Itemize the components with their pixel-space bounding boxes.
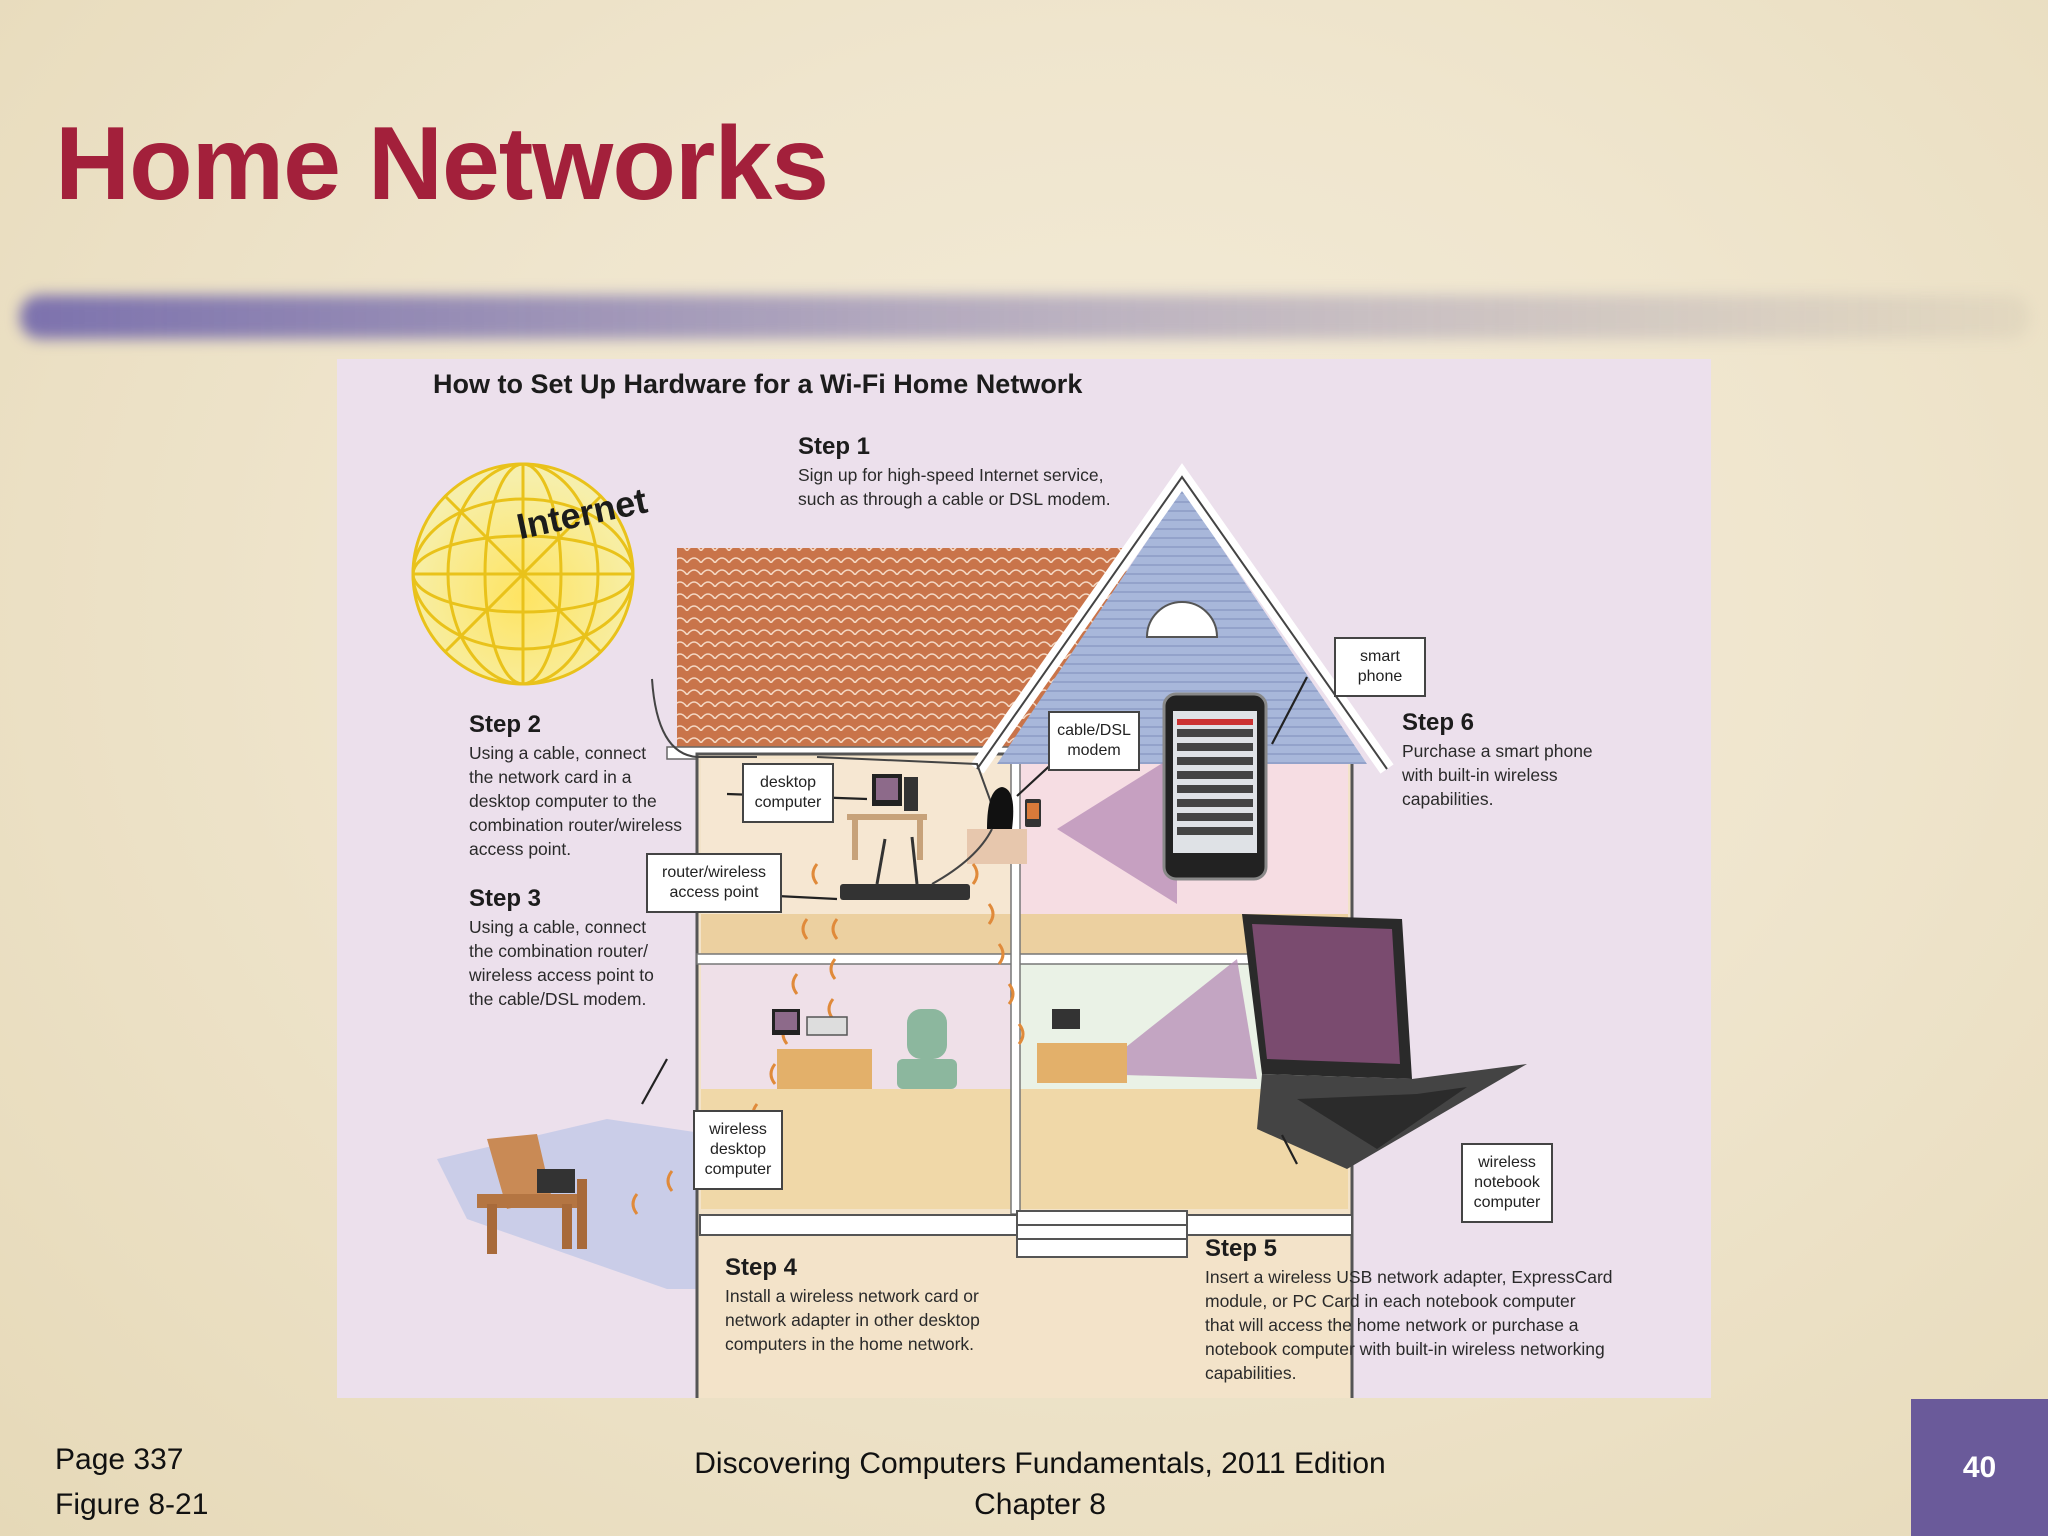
cable-modem-drawing bbox=[967, 787, 1041, 864]
step-2: Step 2 Using a cable, connect the networ… bbox=[469, 711, 682, 861]
step-heading: Step 2 bbox=[469, 711, 542, 738]
step-text: Using a cable, connect the combination r… bbox=[469, 917, 654, 1009]
step-4: Step 4 Install a wireless network card o… bbox=[725, 1254, 980, 1356]
step-1: Step 1 Sign up for high-speed Internet s… bbox=[798, 433, 1111, 511]
desktop-computer-drawing bbox=[847, 774, 927, 860]
slide-number-badge: 40 bbox=[1911, 1399, 2048, 1536]
roof-shingles bbox=[677, 548, 1127, 749]
step-heading: Step 1 bbox=[798, 433, 871, 460]
phone-beam bbox=[1057, 754, 1177, 904]
wireless-desktop-drawing bbox=[772, 1009, 957, 1089]
figure-reference: Figure 8-21 bbox=[55, 1488, 209, 1521]
footer-chapter: Chapter 8 bbox=[974, 1488, 1106, 1521]
step-5: Step 5 Insert a wireless USB network ada… bbox=[1205, 1235, 1613, 1385]
smart-phone-drawing bbox=[1162, 692, 1268, 881]
footer-course-title: Discovering Computers Fundamentals, 2011… bbox=[694, 1447, 1386, 1480]
slide-title: Home Networks bbox=[55, 106, 829, 222]
page-reference: Page 337 bbox=[55, 1443, 184, 1476]
step-6: Step 6 Purchase a smart phone with built… bbox=[1402, 709, 1593, 811]
step-heading: Step 6 bbox=[1402, 709, 1475, 736]
network-figure: How to Set Up Hardware for a Wi-Fi Home … bbox=[337, 359, 1711, 1398]
slide-number: 40 bbox=[1962, 1450, 1997, 1484]
notebook-beam bbox=[1092, 959, 1257, 1079]
step-heading: Step 5 bbox=[1205, 1235, 1278, 1262]
step-text: Purchase a smart phone with built-in wir… bbox=[1402, 741, 1593, 809]
desk-notebook-drawing bbox=[1037, 1009, 1127, 1083]
adirondack-chair-drawing bbox=[477, 1134, 587, 1254]
internet-globe bbox=[411, 462, 635, 686]
step-text: Sign up for high-speed Internet service,… bbox=[798, 465, 1111, 509]
step-3: Step 3 Using a cable, connect the combin… bbox=[469, 885, 654, 1011]
step-text: Using a cable, connect the network card … bbox=[469, 743, 683, 859]
step-text: Install a wireless network card or netwo… bbox=[725, 1286, 980, 1354]
figure-title: How to Set Up Hardware for a Wi-Fi Home … bbox=[433, 369, 1083, 399]
step-text: Insert a wireless USB network adapter, E… bbox=[1205, 1267, 1613, 1383]
step-heading: Step 4 bbox=[725, 1254, 798, 1281]
notebook-computer-drawing bbox=[1242, 914, 1527, 1169]
router-drawing bbox=[840, 828, 993, 900]
step-heading: Step 3 bbox=[469, 885, 542, 912]
title-underline-bar bbox=[20, 295, 2030, 339]
